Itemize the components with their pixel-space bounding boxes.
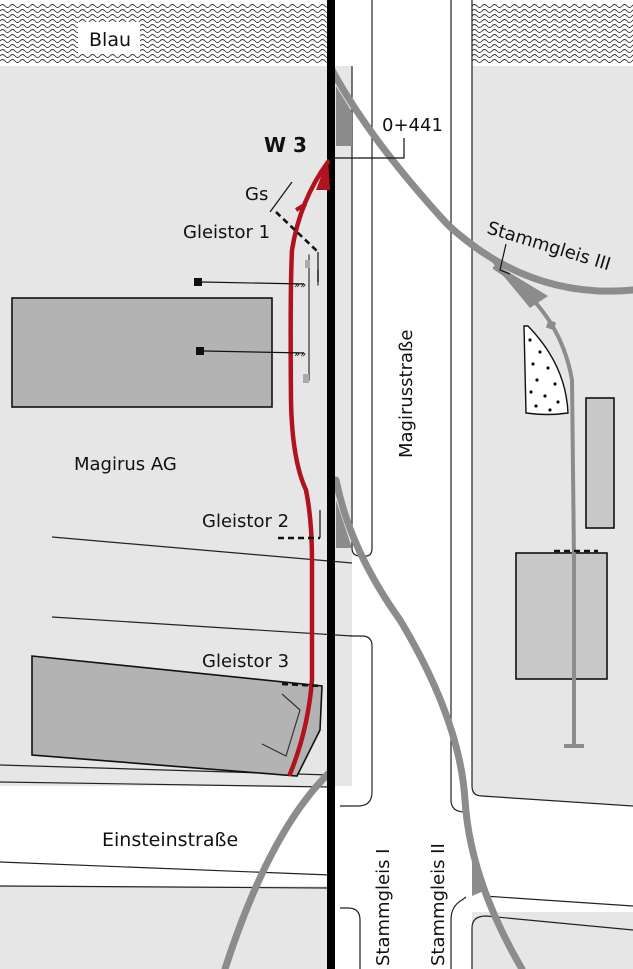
water-wave-line bbox=[471, 9, 633, 13]
label-street-einstein: Einsteinstraße bbox=[102, 829, 238, 851]
water-wave-line bbox=[471, 49, 633, 53]
junction-wedge-south bbox=[472, 858, 486, 896]
label-water: Blau bbox=[89, 29, 131, 51]
buffer-stop-east bbox=[545, 319, 557, 331]
building-south bbox=[31, 655, 323, 777]
junction-wedge-stammgleis-iii bbox=[492, 262, 548, 308]
water-wave-line bbox=[0, 9, 331, 13]
water-wave-line bbox=[0, 59, 331, 63]
water-area-left bbox=[0, 4, 331, 63]
label-stammgleis-i: Stammgleis I bbox=[373, 849, 394, 967]
storage-dot bbox=[556, 400, 560, 404]
storage-dot bbox=[531, 362, 535, 366]
storage-dot bbox=[535, 378, 539, 382]
label-gleistor-2: Gleistor 2 bbox=[202, 511, 289, 532]
storage-dot bbox=[553, 382, 557, 386]
water-wave-line bbox=[471, 29, 633, 33]
track-stammgleis-iii bbox=[328, 66, 633, 295]
storage-dot bbox=[543, 394, 547, 398]
water-wave-line bbox=[471, 39, 633, 43]
building-east-narrow bbox=[585, 397, 615, 529]
water-wave-line bbox=[471, 19, 633, 23]
track-stammgleis-i bbox=[221, 768, 334, 969]
water-wave-line bbox=[0, 19, 331, 23]
building-east-large bbox=[515, 552, 608, 680]
storage-area-dots bbox=[528, 338, 560, 412]
gate-post-grey-b bbox=[303, 374, 309, 383]
label-gleistor-1: Gleistor 1 bbox=[183, 222, 270, 243]
junction-wedge-magirus bbox=[336, 500, 352, 548]
label-stammgleis-ii: Stammgleis II bbox=[428, 843, 449, 966]
label-street-magirus: Magirusstraße bbox=[396, 330, 417, 458]
label-company: Magirus AG bbox=[74, 454, 177, 475]
water-wave-line bbox=[0, 24, 331, 28]
storage-dot bbox=[528, 338, 532, 342]
water-wave-line bbox=[0, 54, 331, 58]
dotted-storage-area bbox=[523, 325, 569, 416]
gs-leader bbox=[269, 181, 293, 213]
derail-gs bbox=[294, 202, 308, 212]
water-wave-line bbox=[471, 24, 633, 28]
label-gleistor-3: Gleistor 3 bbox=[202, 651, 289, 672]
label-gs: Gs bbox=[245, 184, 268, 205]
water-wave-line bbox=[471, 34, 633, 38]
water-wave-line bbox=[0, 14, 331, 18]
storage-dot bbox=[538, 350, 542, 354]
water-wave-line bbox=[471, 4, 633, 8]
water-wave-line bbox=[0, 44, 331, 48]
water-wave-line bbox=[0, 49, 331, 53]
highlighted-siding bbox=[287, 159, 331, 777]
switch-w3-wedge bbox=[316, 158, 330, 190]
label-km-marker: 0+441 bbox=[382, 115, 443, 136]
building-large-north bbox=[11, 297, 273, 408]
water-wave-line bbox=[0, 4, 331, 8]
label-switch-w3: W 3 bbox=[264, 133, 307, 157]
svg-text:»»: »» bbox=[294, 280, 306, 291]
water-area-right bbox=[471, 4, 633, 63]
gate-post-grey-a bbox=[305, 260, 310, 268]
svg-text:»»: »» bbox=[294, 349, 306, 360]
water-wave-line bbox=[0, 29, 331, 33]
water-wave-line bbox=[471, 54, 633, 58]
water-wave-line bbox=[471, 44, 633, 48]
water-wave-line bbox=[0, 39, 331, 43]
building-south-inner-mark bbox=[261, 693, 301, 757]
junction-wedge-north bbox=[336, 86, 352, 146]
storage-dot bbox=[546, 366, 550, 370]
storage-dot bbox=[548, 408, 552, 412]
gates bbox=[275, 211, 598, 688]
water-wave-line bbox=[0, 34, 331, 38]
water-label-bg bbox=[78, 22, 140, 54]
south-area-left bbox=[0, 886, 330, 969]
km-marker-leader bbox=[332, 138, 405, 159]
water-wave-line bbox=[471, 59, 633, 63]
signal-pointers: »» »» bbox=[194, 278, 306, 360]
water-wave-line bbox=[471, 14, 633, 18]
storage-dot bbox=[534, 404, 538, 408]
storage-dot bbox=[529, 390, 533, 394]
stammgleis-iii-leader bbox=[499, 243, 511, 275]
gleistor-3 bbox=[281, 682, 323, 688]
